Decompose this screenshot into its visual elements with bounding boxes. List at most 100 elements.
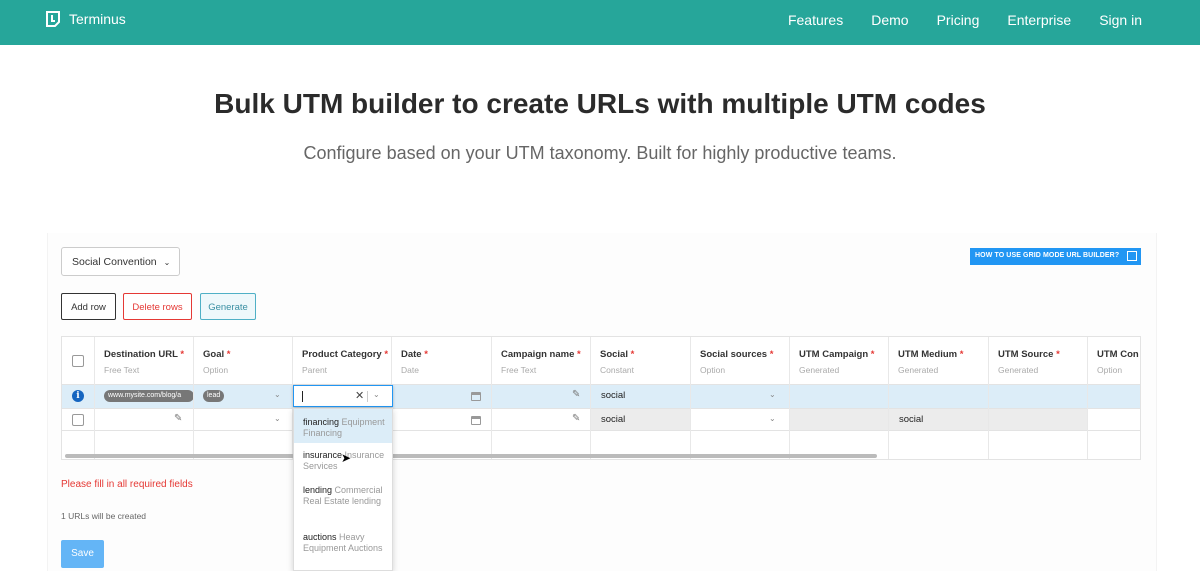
required-marker: * (424, 349, 428, 360)
col-type: Date (401, 365, 419, 375)
url-grid: Destination URL * Free Text Goal * Optio… (61, 336, 1141, 460)
col-title: Goal (203, 349, 225, 360)
dropdown-option-financing[interactable]: financing Equipment Financing (294, 409, 392, 443)
pencil-icon[interactable]: ✎ (174, 413, 183, 424)
page-title: Bulk UTM builder to create URLs with mul… (214, 88, 986, 119)
constant-cell (591, 409, 690, 430)
save-button[interactable]: Save (61, 540, 104, 568)
nav-links: Features Demo Pricing Enterprise Sign in (788, 12, 1142, 28)
col-type: Generated (799, 365, 840, 375)
col-title: Campaign name (501, 349, 575, 360)
generate-button[interactable]: Generate (200, 293, 256, 320)
add-row-button[interactable]: Add row (61, 293, 116, 320)
divider (690, 337, 691, 459)
chevron-down-icon: ⌄ (163, 258, 171, 267)
col-type: Option (1097, 365, 1123, 375)
col-type: Generated (998, 365, 1039, 375)
col-type: Parent (302, 365, 328, 375)
external-link-icon (1127, 251, 1137, 261)
brand-logo[interactable]: Terminus (46, 11, 126, 27)
nav-link-demo[interactable]: Demo (871, 12, 909, 28)
brand-name: Terminus (69, 11, 126, 27)
required-marker: * (630, 349, 635, 360)
goal-tag[interactable]: lead (203, 390, 225, 402)
divider (590, 337, 591, 459)
option-key: auctions (303, 532, 337, 542)
col-title: UTM Con (1097, 349, 1139, 360)
chevron-down-icon[interactable]: ⌄ (274, 414, 281, 423)
delete-rows-button[interactable]: Delete rows (123, 293, 192, 320)
clear-icon[interactable]: ✕ (355, 390, 365, 402)
text-caret (302, 391, 303, 402)
chevron-down-icon[interactable]: ⌄ (769, 414, 776, 423)
required-marker: * (1056, 349, 1060, 360)
nav-link-enterprise[interactable]: Enterprise (1007, 12, 1072, 28)
terminus-logo-icon (46, 11, 60, 27)
divider (988, 337, 989, 459)
col-title: Social sources (700, 349, 768, 360)
option-key: lending (303, 485, 333, 495)
calendar-icon[interactable] (471, 392, 481, 401)
destination-url-tag[interactable]: www.mysite.com/blog/a (104, 390, 194, 402)
option-key: insurance (303, 450, 343, 460)
mouse-pointer-icon: ➤ (341, 451, 352, 465)
nav-link-features[interactable]: Features (787, 12, 844, 28)
required-marker: * (870, 349, 875, 360)
pencil-icon[interactable]: ✎ (572, 389, 581, 400)
required-marker: * (577, 349, 581, 360)
generated-cells (789, 409, 1087, 430)
col-type: Option (203, 365, 229, 375)
col-title: UTM Campaign (799, 349, 869, 360)
dropdown-option-insurance[interactable]: insurance Insurance Services (294, 444, 392, 478)
social-value: social (601, 414, 626, 425)
info-icon[interactable]: i (72, 390, 84, 402)
help-button[interactable]: HOW TO USE GRID MODE URL BUILDER? (970, 248, 1141, 265)
horizontal-scrollbar[interactable] (65, 454, 877, 458)
divider (292, 337, 293, 459)
col-title: UTM Source (998, 349, 1054, 360)
required-marker: * (226, 349, 231, 360)
chevron-down-icon[interactable]: ⌄ (274, 390, 281, 399)
nav-link-pricing[interactable]: Pricing (936, 12, 980, 28)
page-subtitle: Configure based on your UTM taxonomy. Bu… (303, 143, 897, 163)
required-marker: * (959, 349, 964, 360)
option-desc: Equipment Financing (303, 417, 385, 438)
row-checkbox[interactable] (72, 414, 84, 426)
dropdown-option-lending[interactable]: lending Commercial Real Estate lending (294, 479, 392, 525)
help-label: HOW TO USE GRID MODE URL BUILDER? (975, 252, 1120, 259)
option-key: financing (303, 417, 340, 427)
table-row: ✎ ⌄ ✎ social ⌄ social (62, 408, 1140, 431)
grid-header: Destination URL * Free Text Goal * Optio… (62, 337, 1140, 385)
divider (789, 337, 790, 459)
utm-builder-app: Social Convention ⌄ HOW TO USE GRID MODE… (47, 233, 1157, 571)
option-desc: Insurance Services (303, 450, 385, 471)
validation-error: Please fill in all required fields (61, 479, 193, 490)
col-type: Generated (898, 365, 939, 375)
dropdown-option-auctions[interactable]: auctions Heavy Equipment Auctions (294, 526, 392, 570)
option-desc: Heavy Equipment Auctions (303, 532, 383, 553)
chevron-down-icon[interactable]: ⌄ (373, 390, 380, 399)
social-value: social (601, 390, 626, 401)
col-type: Option (700, 365, 726, 375)
option-desc: Commercial Real Estate lending (303, 485, 383, 506)
product-category-input[interactable]: ✕ ⌄ (293, 385, 393, 407)
col-type: Constant (600, 365, 635, 375)
required-marker: * (769, 349, 774, 360)
divider (367, 391, 368, 402)
col-type: Free Text (501, 365, 537, 375)
utm-medium-value: social (899, 414, 924, 425)
required-marker: * (384, 349, 389, 360)
select-all-checkbox[interactable] (72, 355, 84, 367)
required-marker: * (180, 349, 185, 360)
calendar-icon[interactable] (471, 416, 481, 425)
chevron-down-icon[interactable]: ⌄ (769, 390, 776, 399)
divider (94, 337, 95, 459)
convention-label: Social Convention (72, 256, 157, 268)
pencil-icon[interactable]: ✎ (572, 413, 581, 424)
divider (1087, 337, 1088, 459)
convention-select[interactable]: Social Convention ⌄ (61, 247, 180, 276)
col-title: Social (600, 349, 628, 360)
nav-link-sign-in[interactable]: Sign in (1099, 12, 1142, 28)
url-count: 1 URLs will be created (61, 511, 147, 521)
divider (491, 337, 492, 459)
